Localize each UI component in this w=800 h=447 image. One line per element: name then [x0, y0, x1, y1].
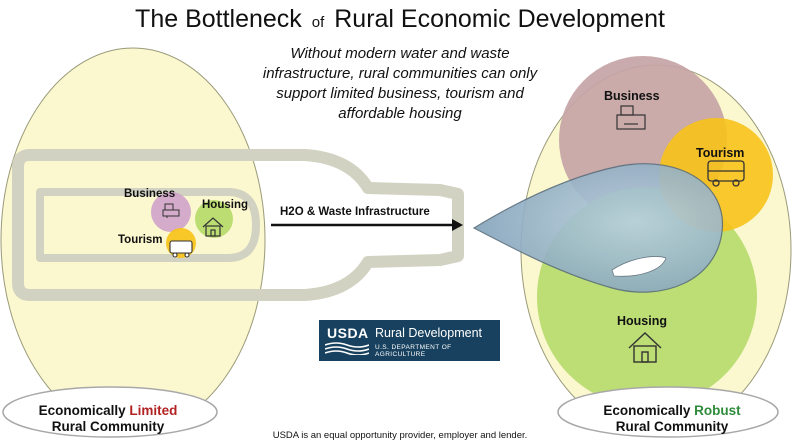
right-badge-line2: Rural Community: [615, 419, 729, 434]
subtitle: Without modern water and waste infrastru…: [262, 45, 538, 122]
title-connector: of: [311, 14, 325, 31]
title-part-2: Rural Economic Development: [334, 5, 665, 33]
cash-register-icon: [162, 203, 180, 218]
right-housing-label: Housing: [617, 314, 667, 328]
left-housing-label: Housing: [202, 199, 248, 211]
right-business-label: Business: [604, 89, 660, 103]
right-badge: [557, 386, 779, 438]
left-business-label: Business: [124, 188, 176, 200]
bottle-icon: [12, 149, 464, 301]
footer-disclaimer: USDA is an equal opportunity provider, e…: [272, 430, 528, 441]
usda-mark: USDA: [327, 325, 369, 341]
usda-agency-name: Rural Development: [375, 326, 482, 340]
left-badge: [2, 386, 218, 438]
water-drop-icon: [472, 163, 724, 293]
page-title: The Bottleneck of Rural Economic Develop…: [0, 5, 800, 34]
left-business-circle: [151, 192, 191, 232]
pipe-label: H2O & Waste Infrastructure: [280, 206, 430, 218]
right-tourism-label: Tourism: [696, 146, 745, 160]
usda-waves-icon: [325, 342, 369, 355]
house-icon: [628, 332, 662, 363]
left-tourism-label: Tourism: [118, 234, 163, 246]
house-icon: [202, 217, 224, 237]
arrow-icon: [271, 219, 463, 231]
bus-icon: [169, 240, 193, 258]
right-badge-status: Robust: [694, 403, 741, 418]
usda-department: U.S. DEPARTMENT OF AGRICULTURE: [375, 344, 452, 358]
left-badge-label: Economically Limited Rural Community: [18, 403, 198, 435]
left-badge-line2: Rural Community: [51, 419, 165, 434]
right-badge-label: Economically Robust Rural Community: [582, 403, 762, 435]
left-badge-status: Limited: [129, 403, 178, 418]
bus-icon: [707, 160, 745, 187]
drop-highlight: [611, 256, 667, 277]
usda-logo: USDA Rural Development U.S. DEPARTMENT O…: [319, 320, 500, 361]
title-part-1: The Bottleneck: [135, 5, 302, 33]
right-badge-prefix: Economically: [603, 403, 691, 418]
left-badge-prefix: Economically: [38, 403, 126, 418]
cash-register-icon: [616, 105, 646, 130]
